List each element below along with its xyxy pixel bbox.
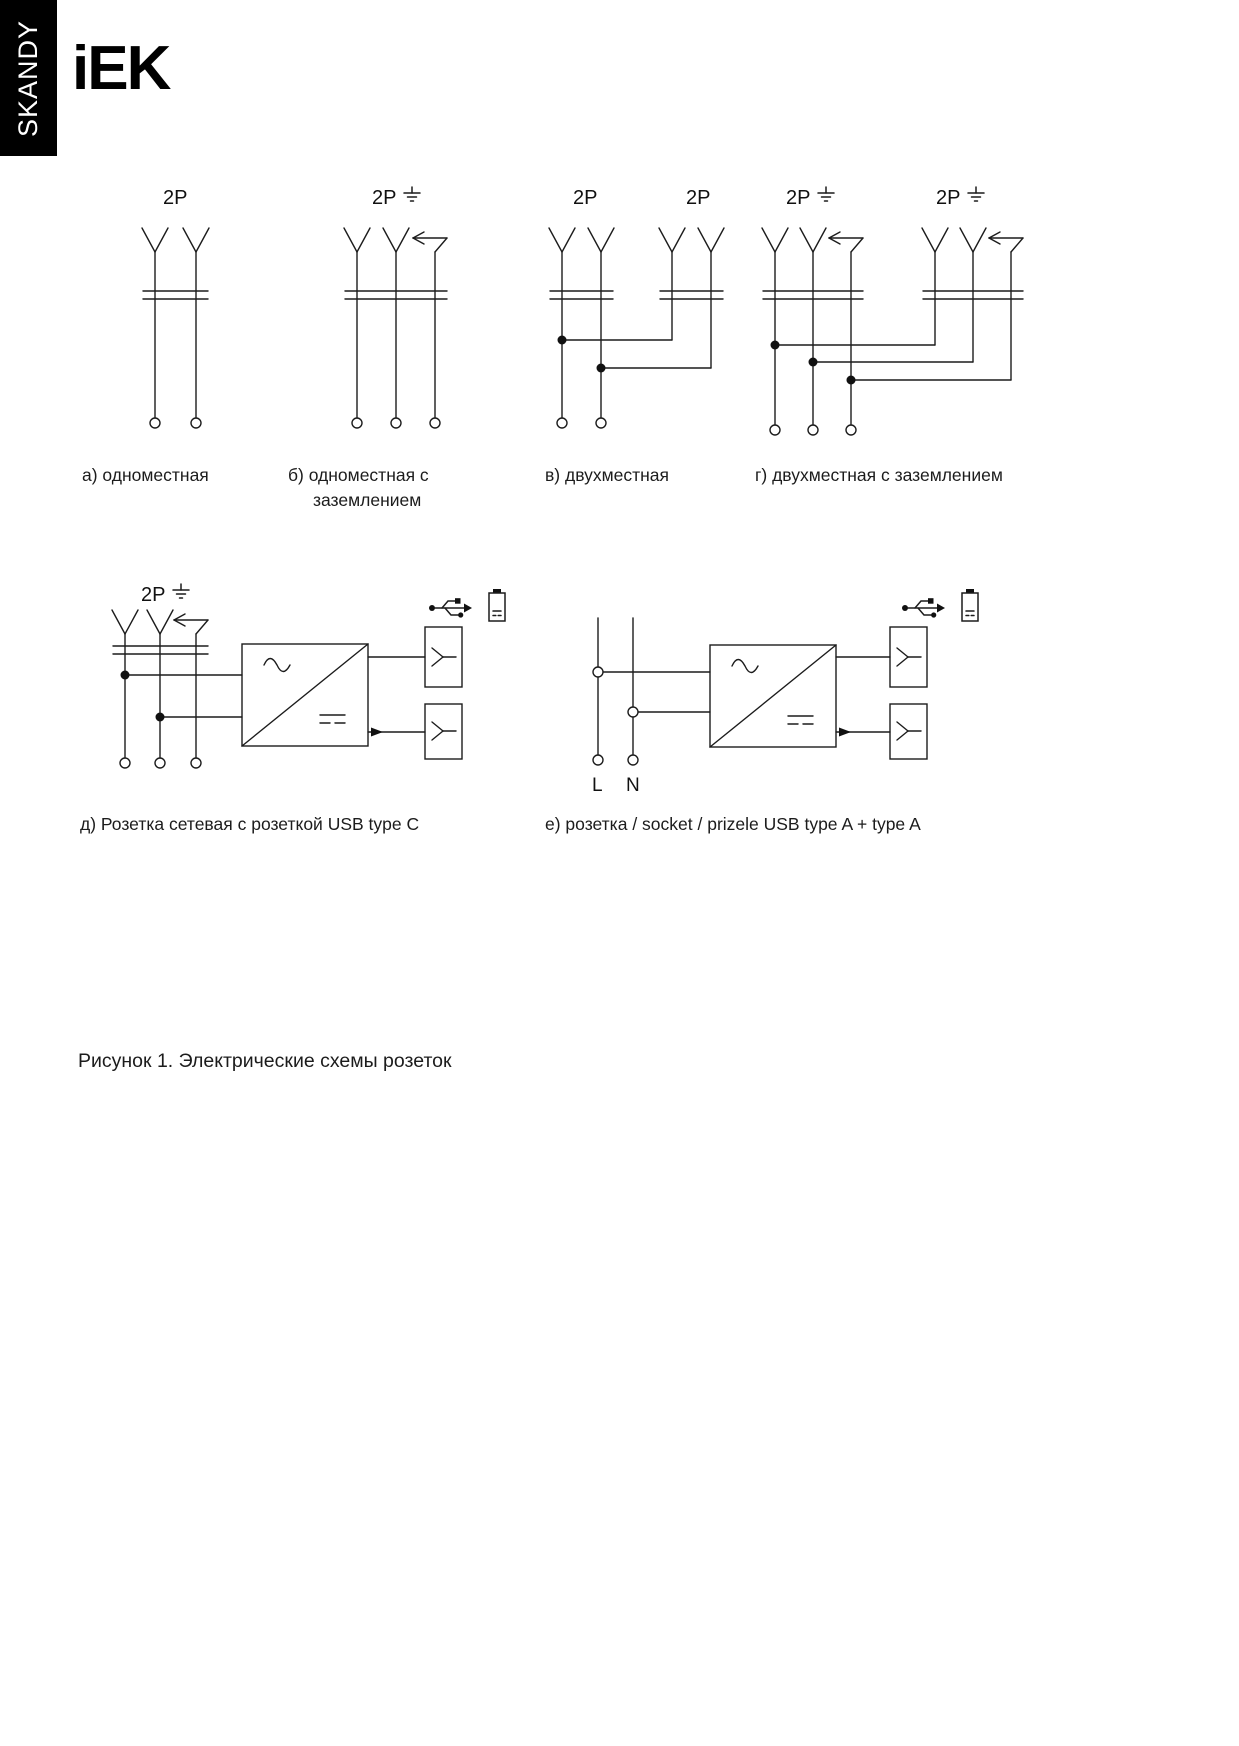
diagram-g-pole-label-left: 2P (786, 187, 810, 209)
contact-fork-icon (146, 609, 174, 635)
diagram-b-caption: б) одноместная с заземлением (288, 465, 429, 510)
ground-contact-arrow-icon (828, 231, 864, 253)
diagram-e-caption: е) розетка / socket / prizele USB type A… (545, 814, 921, 834)
diagram-g-pole-label-right: 2P (936, 187, 960, 209)
usb-icon (428, 597, 473, 619)
contact-fork-icon (141, 227, 169, 253)
ground-contact-arrow-icon (412, 231, 448, 253)
diagram-b-graphic: 2P (343, 186, 448, 429)
contact-fork-icon (111, 609, 139, 635)
usb-output-contact-icon (896, 647, 922, 667)
diagram-v-graphic: 2P 2P (548, 187, 725, 429)
ground-icon (403, 186, 421, 202)
diagram-e-neutral-label: N (626, 775, 640, 796)
power-converter-module (241, 643, 369, 747)
figure-caption: Рисунок 1. Электрические схемы розеток (78, 1050, 452, 1072)
battery-icon (961, 588, 979, 622)
usb-output-contact-icon (431, 721, 457, 741)
ground-contact-arrow-icon (988, 231, 1024, 253)
contact-fork-icon (697, 227, 725, 253)
contact-fork-icon (658, 227, 686, 253)
contact-fork-icon (587, 227, 615, 253)
series-tab: SKANDY (0, 0, 57, 156)
diagram-a-caption: а) одноместная (82, 465, 209, 485)
diagram-d-graphic: 2P (111, 583, 506, 769)
diagram-g-caption: г) двухместная с заземлением (755, 465, 1003, 485)
power-converter-module (709, 644, 837, 748)
output-arrow-icon (839, 727, 851, 737)
diagram-a-graphic: 2P (141, 187, 210, 429)
contact-fork-icon (382, 227, 410, 253)
brand-logo: iEK (72, 34, 171, 103)
diagram-e-graphic: L N (592, 588, 979, 796)
contact-fork-icon (182, 227, 210, 253)
ground-icon (817, 186, 835, 202)
diagram-b-pole-label: 2P (372, 187, 396, 209)
battery-icon (488, 588, 506, 622)
output-arrow-icon (371, 727, 383, 737)
diagram-g-graphic: 2P 2P (761, 186, 1024, 436)
contact-fork-icon (921, 227, 949, 253)
contact-fork-icon (761, 227, 789, 253)
diagram-v-pole-label-left: 2P (573, 187, 597, 209)
diagram-a-pole-label: 2P (163, 187, 187, 209)
contact-fork-icon (343, 227, 371, 253)
contact-fork-icon (799, 227, 827, 253)
diagram-v-caption: в) двухместная (545, 465, 670, 485)
ground-contact-arrow-icon (173, 613, 209, 635)
ground-icon (172, 583, 190, 599)
usb-icon (901, 597, 946, 619)
diagram-e-line-label: L (592, 775, 603, 796)
diagram-v-pole-label-right: 2P (686, 187, 710, 209)
ground-icon (967, 186, 985, 202)
contact-fork-icon (548, 227, 576, 253)
usb-output-contact-icon (431, 647, 457, 667)
usb-output-contact-icon (896, 721, 922, 741)
diagram-d-pole-label: 2P (141, 584, 165, 606)
contact-fork-icon (959, 227, 987, 253)
diagram-d-caption: д) Розетка сетевая с розеткой USB type C (80, 814, 420, 834)
